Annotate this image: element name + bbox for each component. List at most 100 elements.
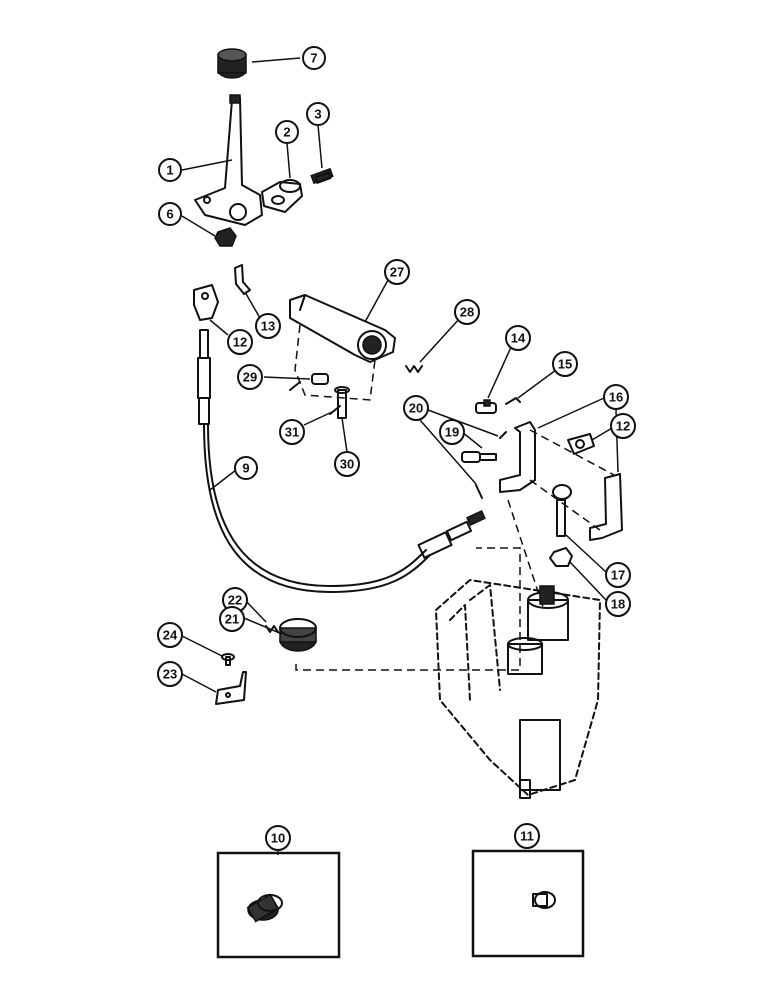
- cotter-pin-31-part: [289, 381, 341, 415]
- leader-3: [317, 124, 323, 169]
- callout-14: 14: [505, 325, 531, 351]
- callout-30: 30: [334, 451, 360, 477]
- callout-31: 31: [279, 419, 305, 445]
- clip-23-part: [215, 671, 247, 705]
- leader-20b: [419, 419, 477, 485]
- pin-15-part: [505, 397, 521, 405]
- leader-2: [286, 142, 291, 179]
- leader-15: [517, 369, 557, 399]
- callout-label: 30: [340, 457, 354, 472]
- callout-6: 6: [158, 202, 182, 226]
- control-valve-part: [435, 579, 601, 799]
- callout-label: 23: [163, 667, 177, 682]
- ball-joint-12-part: [567, 433, 595, 455]
- dash-detent-valve: [295, 547, 521, 671]
- detent-cap-21-part: [279, 618, 317, 652]
- nut-part: [214, 227, 237, 247]
- callout-label: 29: [243, 370, 257, 385]
- leader-12a: [209, 319, 229, 336]
- knob-part: [217, 48, 247, 79]
- lever-boss-part: [261, 179, 303, 213]
- callout-19: 19: [439, 419, 465, 445]
- inset-10: [216, 851, 341, 959]
- callout-label: 16: [609, 390, 623, 405]
- callout-22: 22: [222, 587, 248, 613]
- leader-23: [181, 673, 217, 693]
- callout-13: 13: [255, 313, 281, 339]
- callout-label: 12: [233, 335, 247, 350]
- callout-27: 27: [384, 259, 410, 285]
- leader-22: [245, 600, 267, 623]
- leader-19: [461, 431, 483, 449]
- callout-20: 20: [403, 395, 429, 421]
- pin-30-part: [334, 386, 350, 419]
- callout-10: 10: [265, 825, 291, 851]
- nut-18-part: [549, 547, 573, 567]
- callout-label: 10: [271, 831, 285, 846]
- leader-21: [243, 617, 283, 635]
- leader-16a: [537, 397, 605, 429]
- callout-label: 24: [163, 628, 178, 643]
- callout-label: 3: [314, 107, 321, 122]
- dash-cable-valve: [507, 499, 545, 611]
- callout-label: 28: [460, 305, 474, 320]
- callout-29: 29: [237, 364, 263, 390]
- control-lever-part: [194, 94, 263, 226]
- leader-30: [341, 417, 348, 453]
- callout-18: 18: [605, 591, 631, 617]
- callout-23: 23: [157, 661, 183, 687]
- cable-part: [197, 329, 486, 593]
- callout-21: 21: [219, 606, 245, 632]
- callout-label: 1: [166, 163, 173, 178]
- callout-label: 31: [285, 425, 299, 440]
- callout-label: 21: [225, 612, 239, 627]
- dash-bracket-upper: [529, 429, 617, 477]
- callout-label: 20: [409, 401, 423, 416]
- cotter-20-part: [475, 431, 507, 499]
- callout-12a: 12: [227, 329, 253, 355]
- callout-label: 18: [611, 597, 625, 612]
- callout-1: 1: [158, 158, 182, 182]
- callout-12b: 12: [610, 413, 636, 439]
- leader-18: [569, 561, 607, 601]
- callout-17: 17: [605, 562, 631, 588]
- leader-1: [181, 159, 233, 171]
- callout-24: 24: [157, 622, 183, 648]
- leader-14: [487, 344, 513, 399]
- callout-label: 6: [166, 207, 173, 222]
- leader-24: [181, 635, 223, 657]
- callout-15: 15: [552, 351, 578, 377]
- leader-13: [244, 291, 261, 319]
- callout-label: 14: [511, 331, 526, 346]
- leader-31: [303, 411, 333, 426]
- callout-label: 22: [228, 593, 242, 608]
- leader-9: [209, 469, 237, 491]
- callout-label: 19: [445, 425, 459, 440]
- leader-17: [565, 534, 607, 573]
- callout-label: 2: [283, 125, 290, 140]
- clevis-part: [193, 284, 219, 321]
- spring-22-part: [265, 625, 279, 633]
- leader-6: [181, 215, 216, 237]
- bracket-16-part: [499, 421, 623, 541]
- callout-28: 28: [454, 299, 480, 325]
- leader-12b: [591, 427, 613, 441]
- callout-label: 15: [558, 357, 572, 372]
- callout-label: 13: [261, 319, 275, 334]
- pin-13-part: [234, 264, 251, 295]
- dashed-assembly-27: [294, 324, 376, 401]
- leader-7: [251, 57, 301, 63]
- leader-28: [419, 317, 461, 363]
- spring-28-part: [405, 365, 423, 373]
- rod-end-17-part: [552, 484, 572, 537]
- callout-label: 7: [310, 51, 317, 66]
- callout-9: 9: [234, 456, 258, 480]
- bolt-14-part: [475, 399, 497, 414]
- callout-2: 2: [275, 120, 299, 144]
- callout-11: 11: [514, 823, 540, 849]
- callout-16: 16: [603, 384, 629, 410]
- callout-label: 9: [242, 461, 249, 476]
- callout-label: 11: [520, 829, 534, 844]
- capscrew-part: [310, 167, 334, 185]
